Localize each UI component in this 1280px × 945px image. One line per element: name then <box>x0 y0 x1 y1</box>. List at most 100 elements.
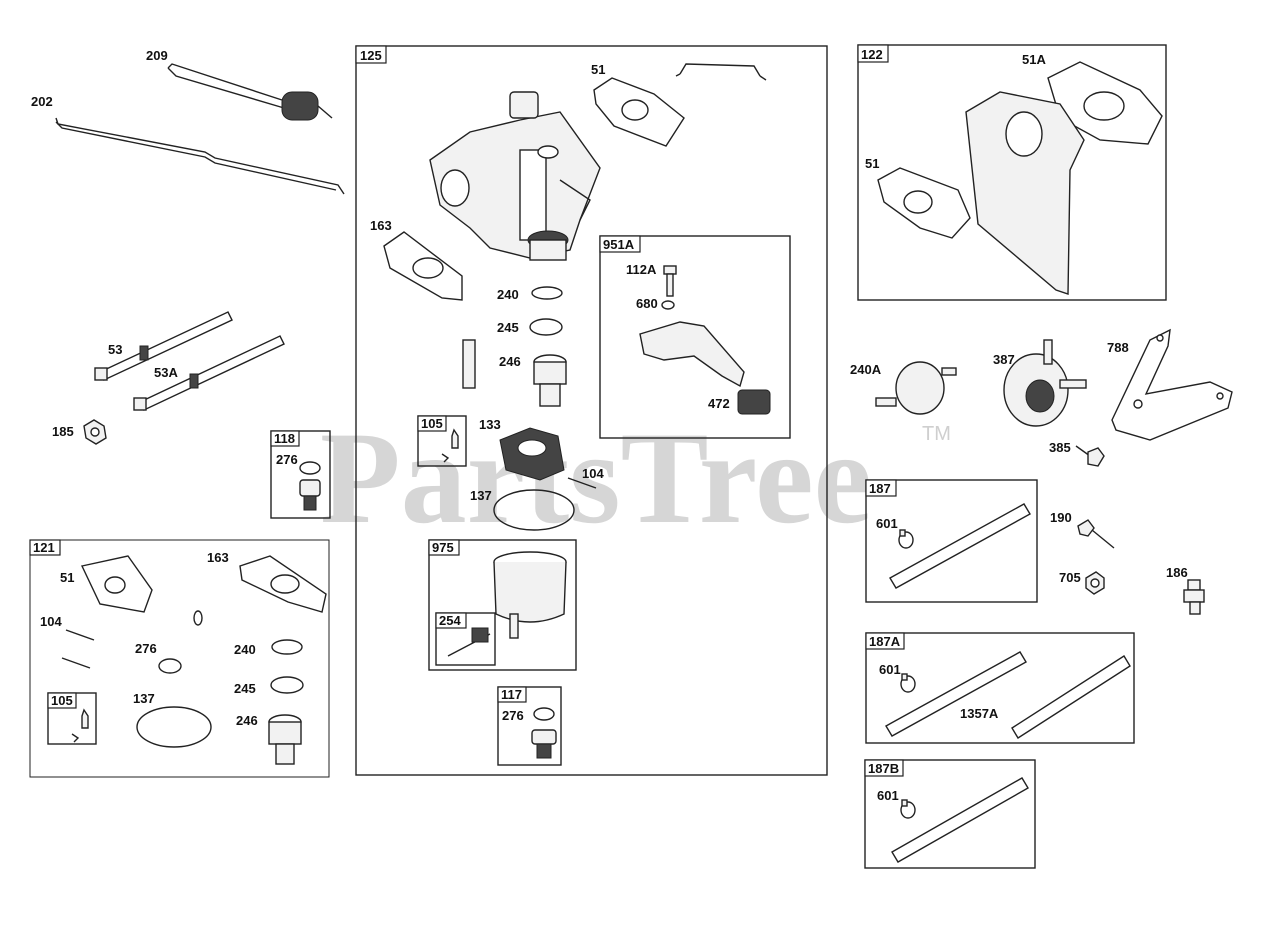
part-53a-shaft[interactable] <box>133 335 285 411</box>
label-240-kit121: 240 <box>234 642 256 657</box>
box-125-label: 125 <box>360 48 382 63</box>
label-163-kit121: 163 <box>207 550 229 565</box>
label-705: 705 <box>1059 570 1081 585</box>
part-53-shaft[interactable] <box>94 311 233 381</box>
label-246-kit121: 246 <box>236 713 258 728</box>
part-705-nut[interactable] <box>1085 571 1105 595</box>
box-121-label: 121 <box>33 540 55 555</box>
part-788-bracket[interactable] <box>1111 328 1233 441</box>
part-104-pin-carb[interactable] <box>567 477 597 489</box>
part-472-cap[interactable] <box>737 389 771 415</box>
part-o-ring-kit121[interactable] <box>193 610 203 626</box>
label-163-carb: 163 <box>370 218 392 233</box>
part-276-seat-kit117[interactable] <box>531 707 557 759</box>
part-190-bolt[interactable] <box>1077 519 1115 549</box>
label-104-kit121: 104 <box>40 614 62 629</box>
box-118-label: 118 <box>274 431 295 446</box>
part-hose-a-kit187a[interactable] <box>885 651 1027 737</box>
box-122 <box>857 44 1167 301</box>
part-choke-link[interactable] <box>675 63 767 81</box>
part-680-washer[interactable] <box>661 300 675 310</box>
part-254-screw-spring[interactable] <box>447 627 491 657</box>
part-1357a-hose-kit187a[interactable] <box>1011 655 1131 739</box>
part-104-pin-kit121[interactable] <box>65 629 95 641</box>
label-472: 472 <box>708 396 730 411</box>
part-245-gasket-carb[interactable] <box>529 318 563 336</box>
part-601-clamp-kit187b[interactable] <box>900 799 916 819</box>
label-112a: 112A <box>626 262 657 277</box>
label-240a: 240A <box>850 362 882 377</box>
label-51a-gasket: 51A <box>1022 52 1046 67</box>
part-240a-fuel-filter[interactable] <box>875 361 957 415</box>
box-187a-label: 187A <box>869 634 901 649</box>
part-387-fuel-pump[interactable] <box>1003 339 1087 427</box>
label-245-kit121: 245 <box>234 681 256 696</box>
watermark-trademark: TM <box>922 423 951 445</box>
label-186: 186 <box>1166 565 1188 580</box>
label-276-kit121: 276 <box>135 641 157 656</box>
part-209-governor-spring[interactable] <box>167 63 333 121</box>
part-51-gasket-plate[interactable] <box>877 167 971 239</box>
box-125 <box>355 45 828 776</box>
label-51-plate: 51 <box>865 156 879 171</box>
part-137-o-ring-carb[interactable] <box>493 489 575 531</box>
label-788: 788 <box>1107 340 1129 355</box>
label-680: 680 <box>636 296 658 311</box>
box-975 <box>428 539 577 671</box>
part-112a-screw[interactable] <box>663 265 677 297</box>
part-240-washer-carb[interactable] <box>531 286 563 300</box>
part-186-fitting[interactable] <box>1183 579 1205 615</box>
label-137-kit121: 137 <box>133 691 155 706</box>
label-601-kit187a: 601 <box>879 662 901 677</box>
part-601-clamp-kit187[interactable] <box>898 529 914 549</box>
part-hose-kit187[interactable] <box>889 503 1031 589</box>
part-246-bowl-nut-kit121[interactable] <box>268 714 302 765</box>
label-246-carb: 246 <box>499 354 521 369</box>
box-121 <box>29 539 330 778</box>
part-133-float[interactable] <box>499 427 565 481</box>
part-51-gasket-kit121[interactable] <box>80 555 153 613</box>
box-975-label: 975 <box>432 540 454 555</box>
part-240-washer-kit121[interactable] <box>271 639 303 655</box>
part-163-gasket-kit121[interactable] <box>239 555 327 613</box>
label-385: 385 <box>1049 440 1071 455</box>
label-276-kit117: 276 <box>502 708 524 723</box>
label-1357a: 1357A <box>960 706 999 721</box>
part-202-governor-link[interactable] <box>55 117 345 195</box>
part-951a-bracket[interactable] <box>639 321 745 388</box>
part-137-o-ring-kit121[interactable] <box>136 706 212 748</box>
part-163-gasket-carb[interactable] <box>383 231 463 301</box>
part-51-gasket-carb[interactable] <box>593 77 685 147</box>
part-main-jet[interactable] <box>462 339 476 389</box>
label-51-kit121: 51 <box>60 570 74 585</box>
part-105-needle-kit121[interactable] <box>71 708 89 743</box>
part-pin-ghost-kit121 <box>61 657 91 669</box>
part-385-bolt[interactable] <box>1075 445 1105 467</box>
part-601-clamp-kit187a[interactable] <box>900 673 916 693</box>
part-245-gasket-kit121[interactable] <box>270 676 304 694</box>
label-51-carb: 51 <box>591 62 605 77</box>
part-122-spacer-plate[interactable] <box>965 91 1085 295</box>
label-276-kit118: 276 <box>276 452 298 467</box>
part-105-needle-carb[interactable] <box>441 428 459 463</box>
box-105-carb-label: 105 <box>421 416 443 431</box>
box-187b-label: 187B <box>868 761 899 776</box>
label-133: 133 <box>479 417 501 432</box>
label-104-carb: 104 <box>582 466 604 481</box>
box-117 <box>497 686 562 766</box>
label-53: 53 <box>108 342 122 357</box>
part-carburetor-body[interactable] <box>429 91 601 261</box>
label-209: 209 <box>146 48 168 63</box>
part-276-seat-kit121[interactable] <box>158 658 182 674</box>
box-105-kit121-label: 105 <box>51 693 73 708</box>
label-53a: 53A <box>154 365 178 380</box>
part-246-bowl-nut-carb[interactable] <box>533 354 567 407</box>
part-185-nut[interactable] <box>83 419 107 445</box>
label-190: 190 <box>1050 510 1072 525</box>
part-hose-kit187b[interactable] <box>891 777 1029 863</box>
box-187 <box>865 479 1038 603</box>
part-276-seat-kit118[interactable] <box>299 461 321 511</box>
part-975-float-bowl[interactable] <box>493 551 567 639</box>
label-240-carb: 240 <box>497 287 519 302</box>
